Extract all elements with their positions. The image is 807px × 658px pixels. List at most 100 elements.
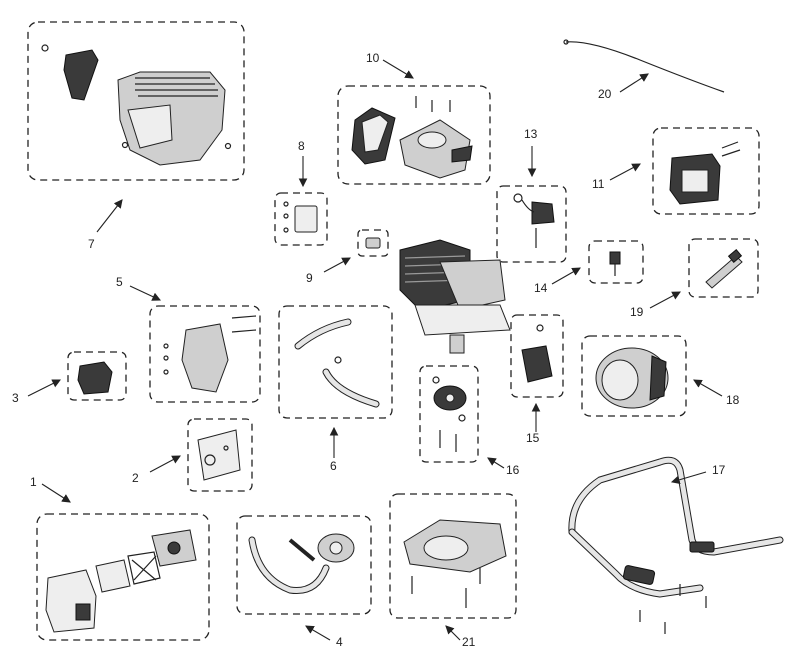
callout-10-label: 10 <box>366 51 380 65</box>
starter-housing <box>399 119 471 179</box>
cylinder-fins <box>404 255 466 283</box>
callout-10-arrow <box>382 59 414 79</box>
part-group-10[interactable]: 10 <box>337 51 491 185</box>
cable-end-icon <box>563 39 569 45</box>
part-group-16[interactable]: 16 <box>419 365 520 477</box>
callout-7-label: 7 <box>88 237 95 251</box>
gearbox-bore <box>423 535 469 561</box>
engine-crankcase <box>439 259 506 311</box>
fuel-hose-upper-inner <box>295 319 351 349</box>
filter-cover-latch <box>75 603 91 621</box>
callout-3-label: 3 <box>12 391 19 405</box>
callout-14-label: 14 <box>534 281 548 295</box>
bolt-icon <box>231 329 257 333</box>
filter-foam <box>95 559 131 593</box>
part-group-1[interactable]: 1 <box>30 475 210 641</box>
callout-8-label: 8 <box>298 139 305 153</box>
screw-icon <box>721 149 741 157</box>
part-group-21[interactable]: 21 <box>389 493 517 649</box>
starter-tab <box>451 145 473 163</box>
part-group-11[interactable]: 11 <box>592 127 760 215</box>
group-5-frame <box>149 305 261 403</box>
group-15-frame <box>510 314 564 398</box>
spark-plug <box>705 255 743 289</box>
callout-20-label: 20 <box>598 87 612 101</box>
callout-17-label: 17 <box>712 463 726 477</box>
group-18-frame <box>581 335 687 417</box>
part-group-17[interactable]: 17 <box>568 456 784 634</box>
part-group-2[interactable]: 2 <box>132 418 253 492</box>
callout-5-arrow <box>129 285 161 301</box>
callout-1-label: 1 <box>30 475 37 489</box>
group-7-frame <box>27 21 245 181</box>
callout-4-arrow <box>305 625 331 641</box>
screw-icon <box>224 142 232 150</box>
callout-4-label: 4 <box>336 635 343 649</box>
ignition-coil <box>531 201 555 225</box>
callout-11-label: 11 <box>592 177 605 191</box>
spark-plug-cap <box>365 237 381 249</box>
callout-11-arrow <box>609 163 641 181</box>
handlebar-grip <box>622 565 656 585</box>
part-group-3[interactable]: 3 <box>12 351 127 405</box>
clutch-hub <box>445 393 455 403</box>
handlebar-lower-inner <box>569 529 703 597</box>
screw-icon <box>163 369 169 375</box>
filter-cover <box>45 569 97 633</box>
part-group-19[interactable]: 19 <box>630 238 759 319</box>
group-1-frame <box>36 513 210 641</box>
clutch-drum-band <box>649 355 667 401</box>
engine-shaft <box>449 334 465 354</box>
callout-14-arrow <box>551 267 581 285</box>
filter-screen <box>127 551 161 585</box>
engine-assembly[interactable] <box>399 239 511 354</box>
callout-5-label: 5 <box>116 275 123 289</box>
callout-21-label: 21 <box>462 635 476 649</box>
shroud-fins <box>135 77 218 97</box>
handlebar-frame-inner <box>569 457 783 555</box>
part-group-20[interactable]: 20 <box>563 39 725 101</box>
group-9-frame <box>357 229 389 257</box>
part-group-14[interactable]: 14 <box>534 240 644 295</box>
part-group-18[interactable]: 18 <box>581 335 740 417</box>
callout-16-arrow <box>487 457 505 469</box>
screw-icon <box>163 343 169 349</box>
coil-wire-end-icon <box>513 193 523 203</box>
washer-icon <box>458 414 466 422</box>
callout-2-label: 2 <box>132 471 139 485</box>
handlebar-control <box>689 541 715 553</box>
engine-base-plate <box>414 304 511 336</box>
part-group-7[interactable]: 7 <box>27 21 245 251</box>
muffler <box>521 345 553 383</box>
callout-1-arrow <box>41 483 71 503</box>
callout-6-label: 6 <box>330 459 337 473</box>
part-group-9[interactable]: 9 <box>306 229 389 285</box>
part-group-6[interactable]: 6 <box>278 305 393 473</box>
part-group-5[interactable]: 5 <box>116 275 261 403</box>
gasket-bolt-hole <box>223 445 229 451</box>
primer-bulb-center <box>329 541 343 555</box>
shroud-opening <box>127 104 173 149</box>
group-13-frame <box>496 185 567 263</box>
starter-handle-insert <box>361 114 389 153</box>
group-2-frame <box>187 418 253 492</box>
screw-icon <box>283 201 289 207</box>
screw-icon <box>121 141 129 149</box>
part-group-13[interactable]: 13 <box>496 127 567 263</box>
callout-19-arrow <box>649 291 681 309</box>
part-group-4[interactable]: 4 <box>236 515 372 649</box>
callout-9-arrow <box>323 257 351 273</box>
mounting-bracket <box>181 323 229 393</box>
screw-icon <box>41 44 49 52</box>
part-group-15[interactable]: 15 <box>510 314 564 445</box>
group-16-frame <box>419 365 479 463</box>
part-group-8[interactable]: 8 <box>274 139 328 246</box>
callout-21-arrow <box>445 625 461 641</box>
carburetor <box>77 361 113 395</box>
clutch-drum-bore <box>601 359 639 401</box>
fuel-hose-lower-inner <box>323 369 379 407</box>
callout-7-arrow <box>96 199 123 233</box>
callout-20-arrow <box>619 73 649 93</box>
callout-18-arrow <box>693 379 723 397</box>
